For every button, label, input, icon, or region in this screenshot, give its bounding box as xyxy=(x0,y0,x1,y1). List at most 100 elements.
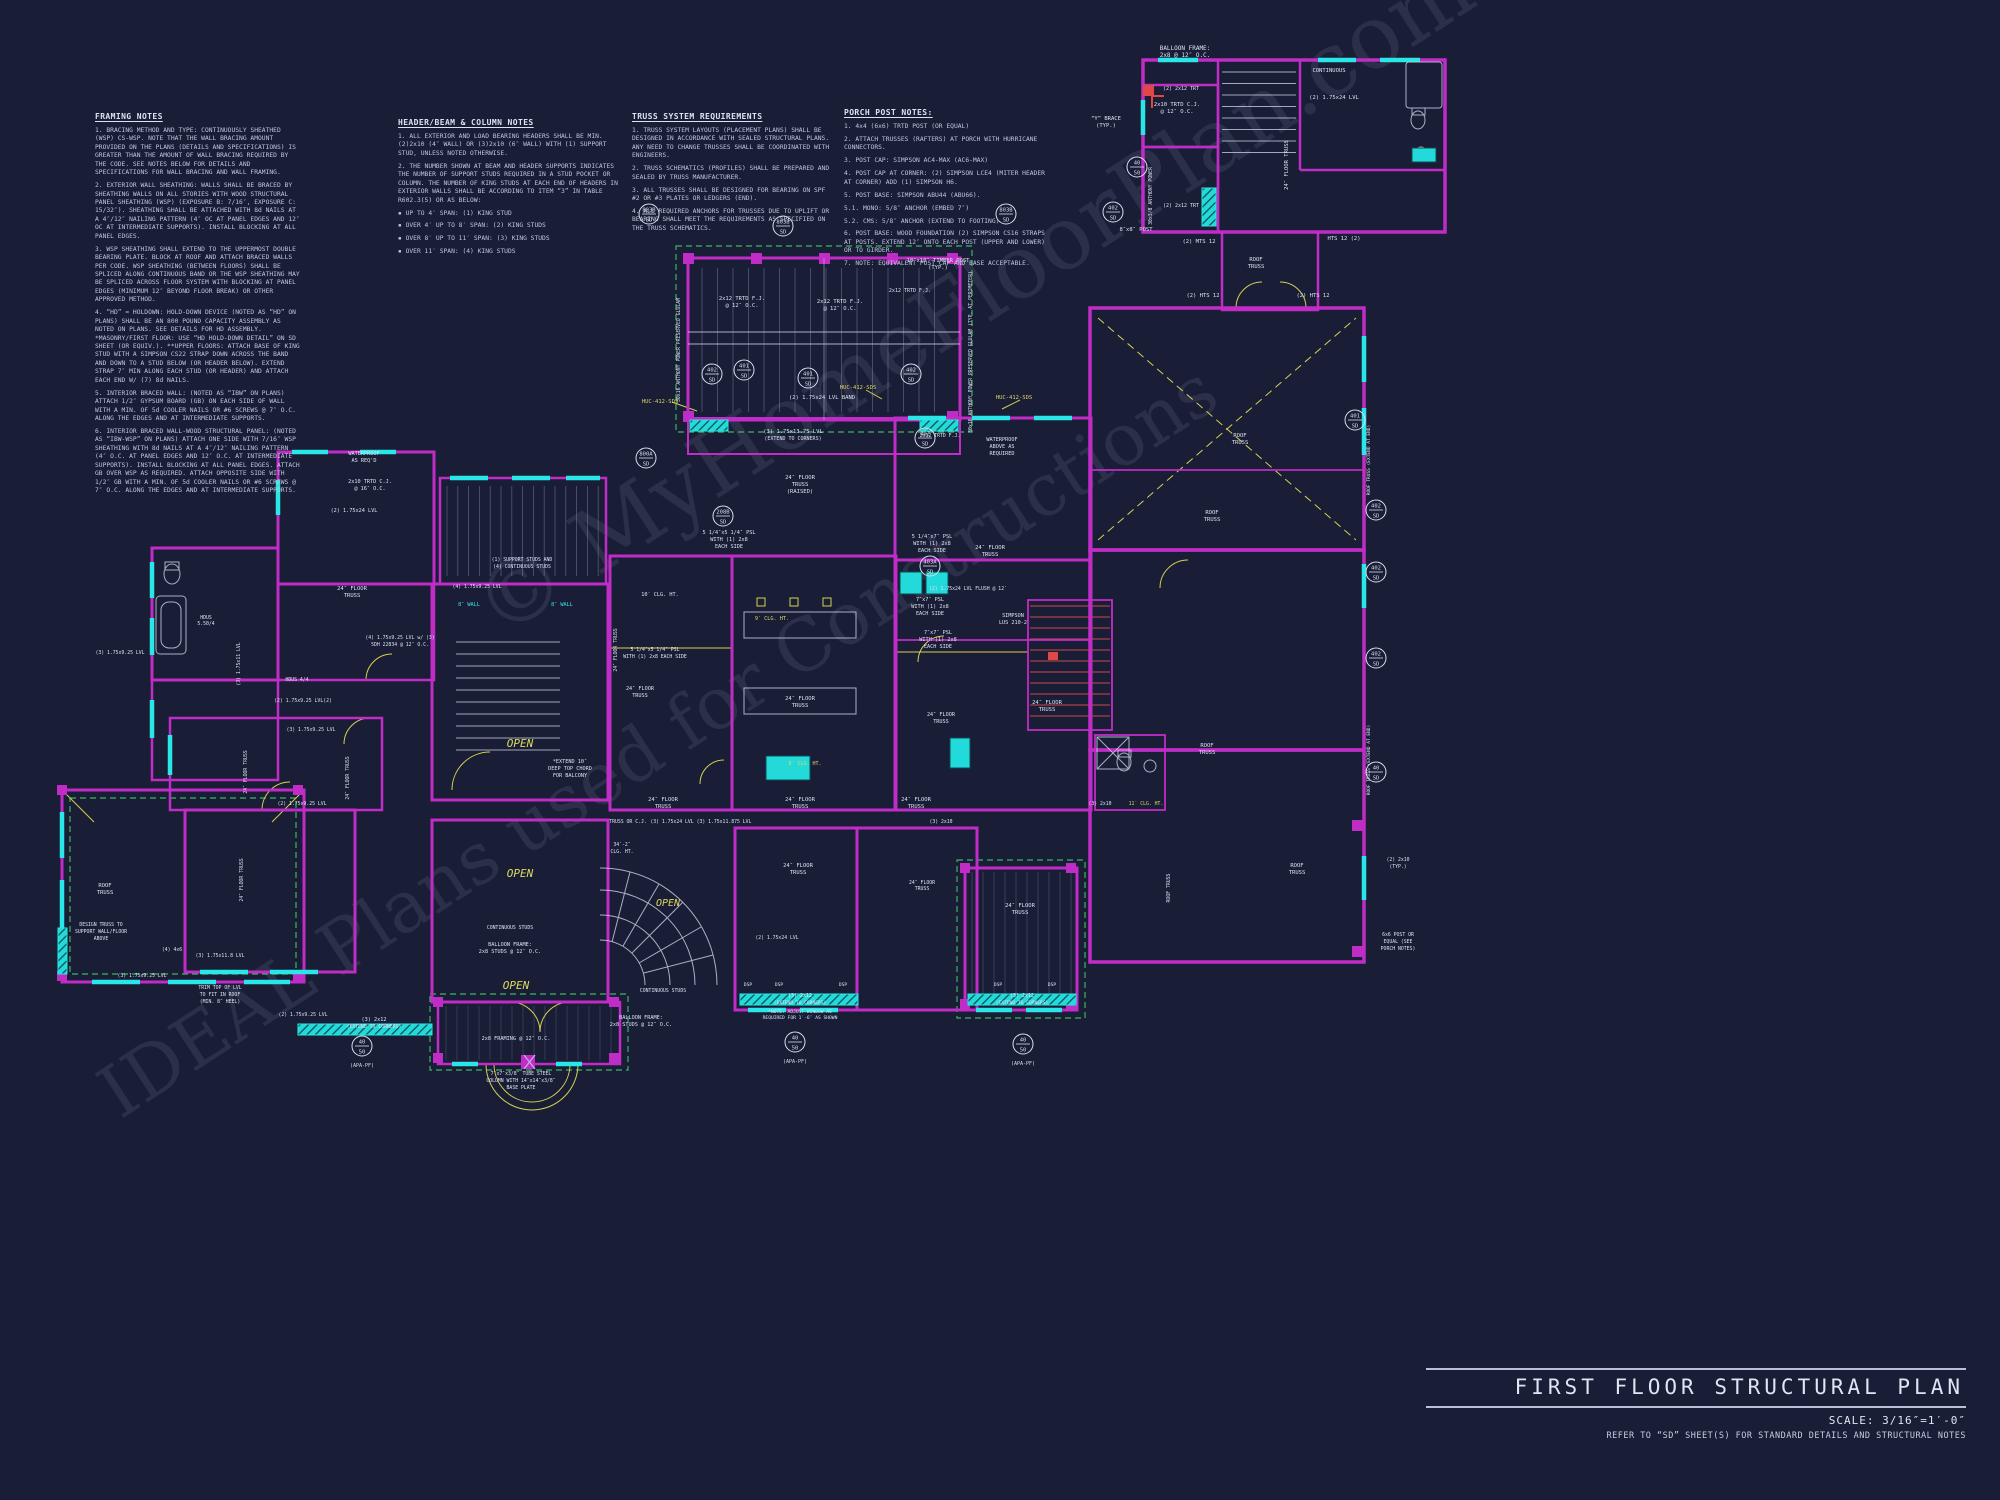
svg-text:50: 50 xyxy=(359,1050,366,1056)
plan-label: TRUSS xyxy=(792,804,809,810)
plan-label: 24″ FLOOR xyxy=(337,586,367,592)
svg-text:SD: SD xyxy=(780,230,787,236)
plan-label: EQUAL (SEE xyxy=(1384,939,1413,945)
plan-label: BALLOON FRAME: xyxy=(488,942,532,948)
svg-text:208B: 208B xyxy=(716,510,730,516)
plan-label: 2x8 FRAMING @ 12″ O.C. xyxy=(482,1036,551,1042)
plan-label: DSP xyxy=(744,982,752,988)
plan-label: BALLOON FRAME: xyxy=(1160,45,1211,52)
plan-label: TRUSS xyxy=(915,886,930,892)
svg-text:SD: SD xyxy=(922,442,929,448)
plan-label: (2) 1.75x24 LVL xyxy=(331,508,378,514)
plan-label: (TYP.) xyxy=(1096,123,1116,129)
window-segments xyxy=(59,57,1420,1067)
plan-label: 24″ FLOOR xyxy=(783,863,813,869)
svg-text:SD: SD xyxy=(1373,776,1380,782)
plan-label: (2) 1.75x24 LVL xyxy=(1309,95,1359,101)
svg-text:SD: SD xyxy=(1373,662,1380,668)
note-item: 5.1. MONO: 5/8″ ANCHOR (EMBED 7″) xyxy=(844,204,970,212)
plan-label: *NOTE: ADJUST WINDOW AS xyxy=(768,1009,832,1015)
plan-label: 5 1/4″x5 1/4″ PSL xyxy=(630,647,679,653)
plan-label: (3) 1.75x9.25 LVL xyxy=(117,973,166,979)
svg-text:401: 401 xyxy=(1350,414,1360,420)
appliance-boxes xyxy=(765,147,1437,781)
plan-label: TRUSS xyxy=(790,870,807,876)
svg-text:SD: SD xyxy=(646,218,653,224)
svg-text:402: 402 xyxy=(707,368,717,374)
plan-label: OPEN xyxy=(507,737,534,750)
plan-label: @ 12″ O.C. xyxy=(1160,109,1193,115)
plan-label: 11′ CLG. HT. xyxy=(1129,801,1164,807)
plan-label: 24″ FLOOR xyxy=(785,696,815,702)
plan-label: TRUSS xyxy=(1039,707,1056,713)
svg-text:403A: 403A xyxy=(923,560,937,566)
plan-label: WATERPROOF xyxy=(348,451,379,457)
plan-label: 24″ FLOOR xyxy=(626,686,655,692)
plan-label: (3) 2x12 xyxy=(788,993,812,999)
plan-label: ROOF xyxy=(1200,743,1213,749)
plan-label: TRUSS OR C.J. xyxy=(609,819,647,825)
note-item: 7. NOTE: EQUIVALENT POST CAP AND BASE AC… xyxy=(844,260,1030,268)
plan-label: (MIN. 8″ HEEL) xyxy=(200,999,240,1005)
note-item: 4. ALL REQUIRED ANCHORS FOR TRUSSES DUE … xyxy=(632,208,830,232)
plan-label: OPEN xyxy=(507,867,534,880)
plan-label: (RAISED) xyxy=(787,489,814,495)
plan-label: ROOF TRUSS xyxy=(1166,873,1172,902)
svg-text:40: 40 xyxy=(359,1040,366,1046)
svg-text:SD: SD xyxy=(720,520,727,526)
plan-label: (2) 1.75x9.25 LVL(2) xyxy=(274,698,332,704)
plan-label: (TYP.) xyxy=(1389,864,1406,870)
plan-label: 2x8 STUDS @ 12″ O.C. xyxy=(610,1022,672,1028)
plan-label: (3) 2x12 xyxy=(1010,993,1034,999)
plan-label: (2) 1.75x24 LVL FLUSH @ 12′ xyxy=(929,586,1007,592)
svg-text:SD: SD xyxy=(1352,424,1359,430)
plan-label: TRUSS xyxy=(933,719,949,725)
beam-hatched-boxes xyxy=(57,187,1217,1036)
plan-label: HDUS 4/4 xyxy=(285,677,308,683)
svg-text:803B: 803B xyxy=(776,220,790,226)
plan-label: EACH SIDE xyxy=(916,611,944,617)
plan-label: CONTINUOUS xyxy=(1312,68,1345,74)
svg-text:50: 50 xyxy=(1020,1048,1027,1054)
plan-label: ROOF xyxy=(1249,257,1262,263)
svg-text:40: 40 xyxy=(1020,1038,1027,1044)
note-item: 2. TRUSS SCHEMATICS (PROFILES) SHALL BE … xyxy=(632,165,830,181)
plan-label: 7″x7″ PSL xyxy=(916,597,944,603)
plan-label: (1) SUPPORT STUDS AND xyxy=(492,557,553,563)
svg-text:50: 50 xyxy=(792,1046,799,1052)
plan-label: DSP xyxy=(775,982,783,988)
note-item: 4. POST CAP AT CORNER: (2) SIMPSON LCE4 … xyxy=(844,170,1045,186)
plan-label: TRUSS xyxy=(632,693,648,699)
svg-text:402: 402 xyxy=(906,368,916,374)
plan-label: DEEP TOP CHORD xyxy=(548,766,592,772)
plan-label: 8″ WALL xyxy=(551,602,573,608)
svg-text:402: 402 xyxy=(1371,566,1381,572)
plan-label: ROOF xyxy=(98,883,111,889)
plan-label: WITH (1) 2x8 xyxy=(919,637,956,643)
plan-label: FOR BALCONY xyxy=(553,773,588,779)
sheet-reference-note: REFER TO “SD” SHEET(S) FOR STANDARD DETA… xyxy=(1606,1431,1966,1441)
plan-label: 10″x10″ TIMBER POST xyxy=(907,258,971,264)
plan-label: 2x12 TRTD F.J. xyxy=(889,288,931,294)
plan-label: AS REQ'D xyxy=(352,458,377,464)
plan-label: PORCH NOTES) xyxy=(1381,946,1416,952)
svg-text:800A: 800A xyxy=(639,452,653,458)
svg-text:402: 402 xyxy=(1108,206,1118,212)
plan-label: (3) 1.75x9.25 LVL xyxy=(95,650,144,656)
plan-label: 24″ FLOOR TRUSS xyxy=(613,628,619,671)
note-item: ▪ OVER 11′ SPAN: (4) KING STUDS xyxy=(398,248,516,256)
plan-label: (4) 1.75x9.25 LVL xyxy=(452,584,501,590)
plan-label: TRIM TOP OF LVL xyxy=(198,985,241,991)
note-item: 2. EXTERIOR WALL SHEATHING: WALLS SHALL … xyxy=(95,182,300,240)
plan-label: 8″x8″ POST xyxy=(1119,227,1153,233)
svg-text:803B: 803B xyxy=(642,208,656,214)
plan-label: @ 16″ O.C. xyxy=(354,486,385,492)
plan-label: WITH (1) 2x8 xyxy=(913,541,950,547)
plan-label: 24″ FLOOR xyxy=(1032,700,1062,706)
plan-label: TRUSS xyxy=(1289,870,1306,876)
plan-label: REQUIRED xyxy=(990,451,1015,457)
